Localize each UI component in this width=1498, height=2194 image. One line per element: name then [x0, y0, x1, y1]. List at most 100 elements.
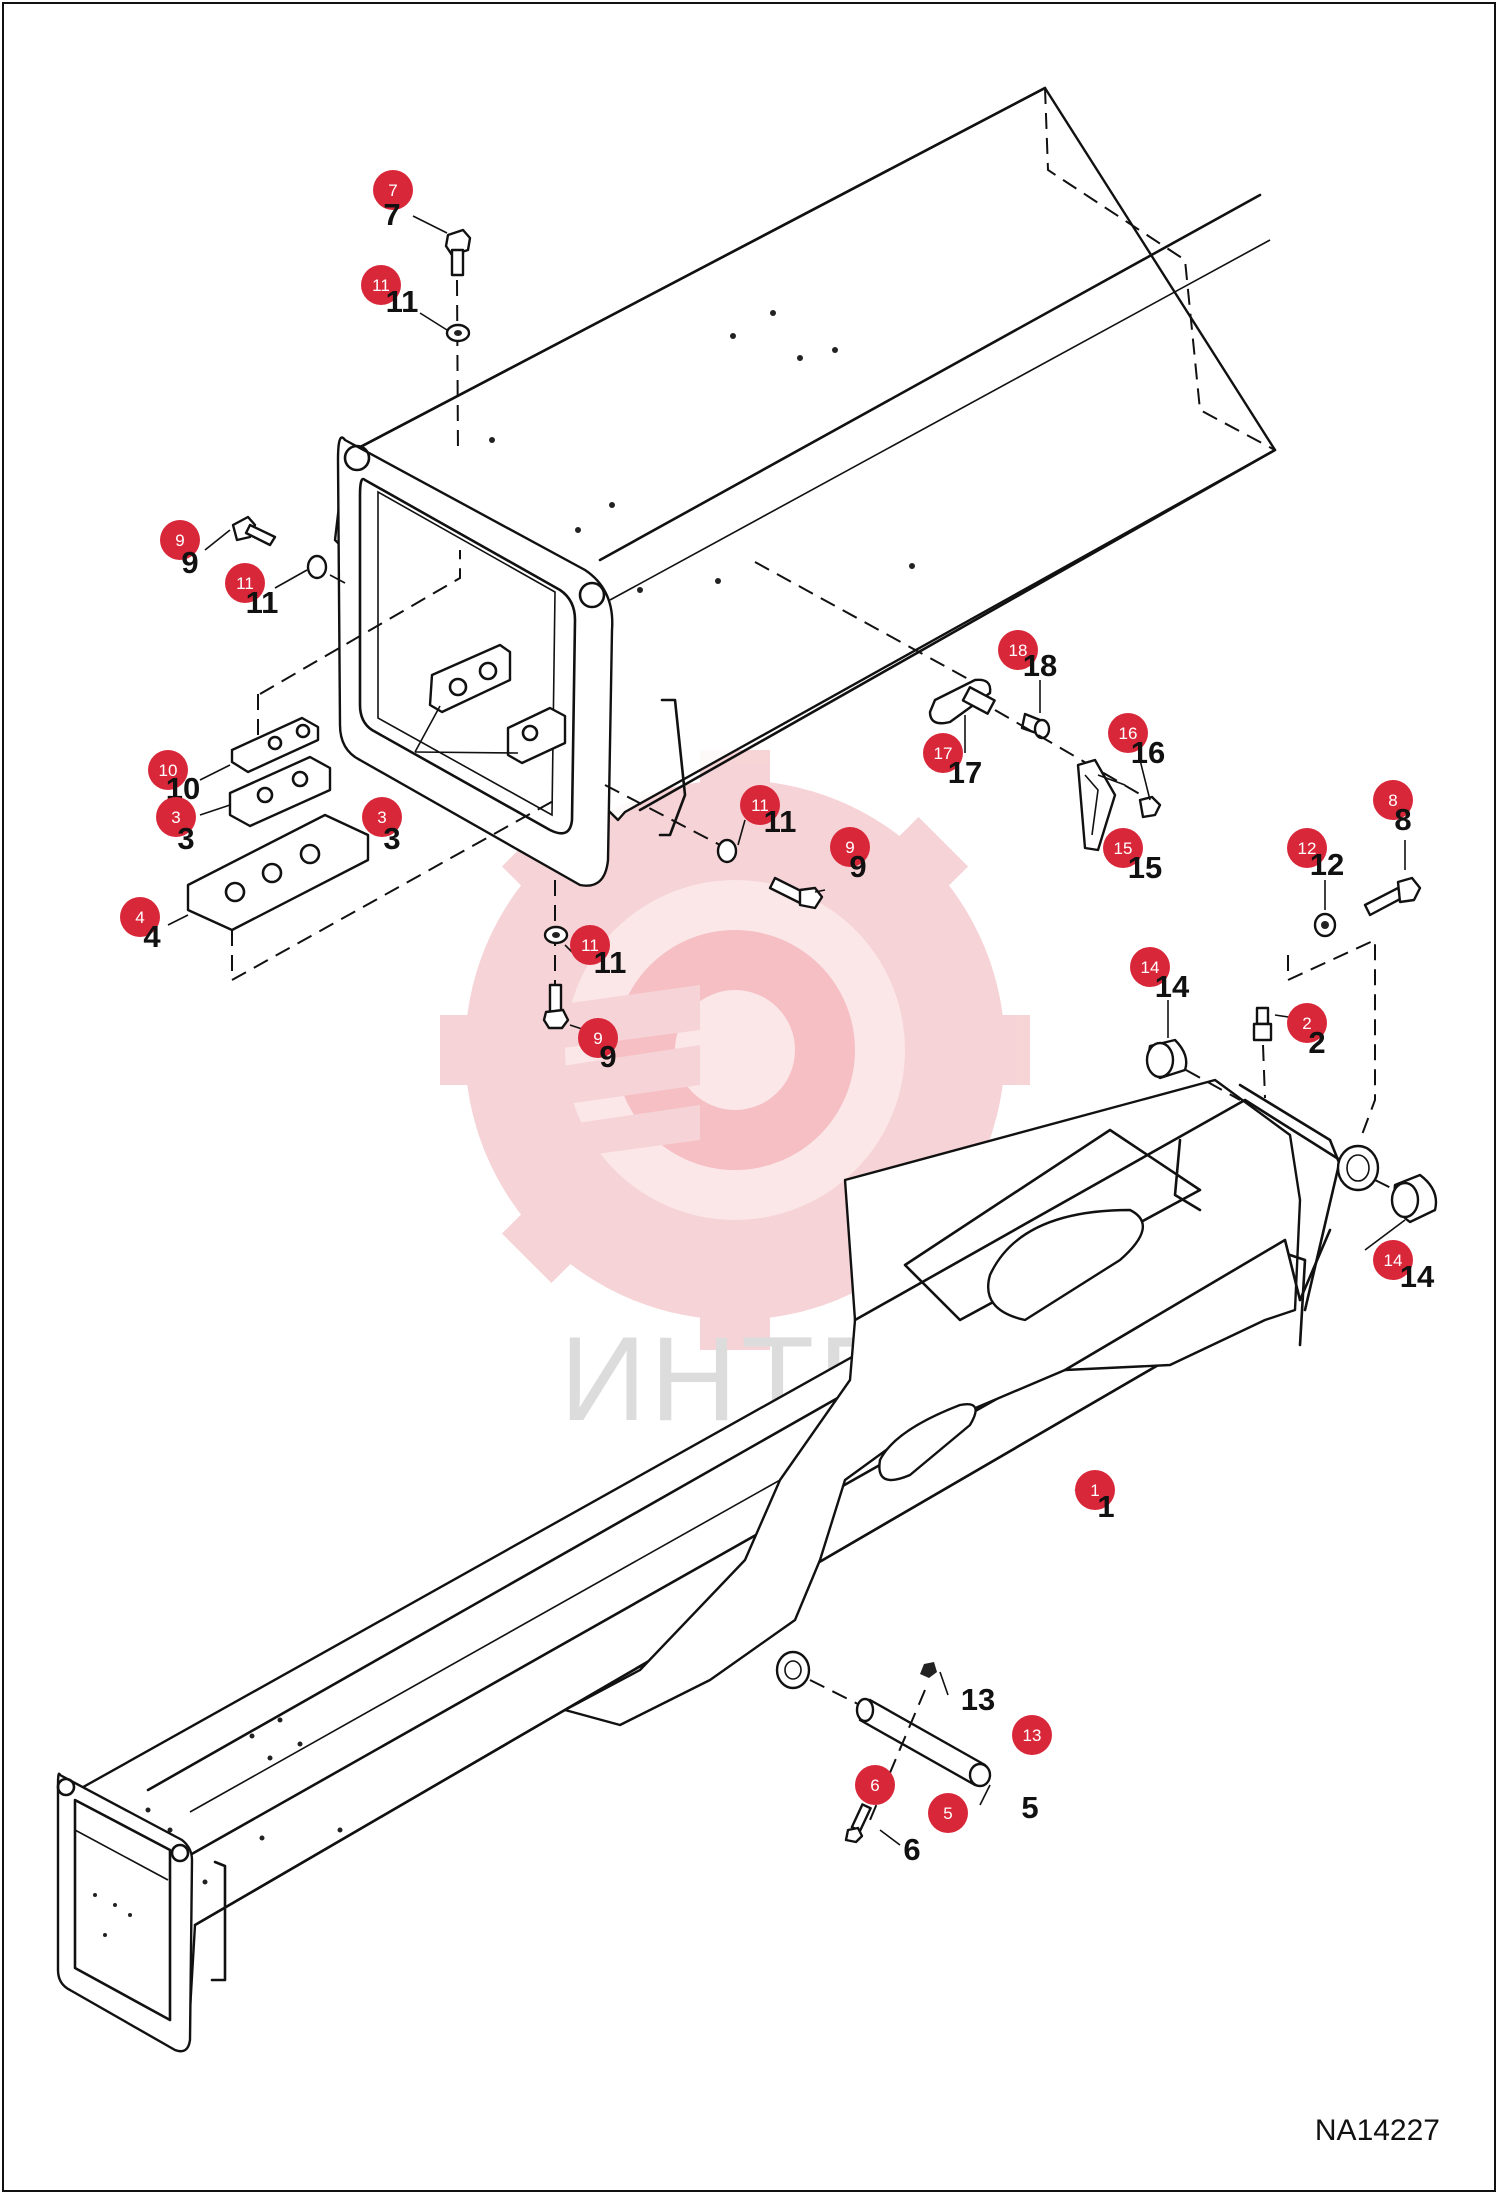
callout-12[interactable]: 12 12	[1287, 828, 1344, 882]
callout-4[interactable]: 4 4	[120, 897, 161, 954]
svg-text:16: 16	[1119, 724, 1138, 743]
callout-2[interactable]: 2 2	[1287, 1003, 1327, 1060]
callout-11[interactable]: 11 11	[361, 265, 418, 319]
svg-text:5: 5	[1021, 1790, 1038, 1825]
svg-text:5: 5	[943, 1804, 952, 1823]
bolt-9-bottom	[542, 983, 570, 1030]
watermark-logo: ИНТЕХ	[440, 750, 1030, 1446]
svg-text:2: 2	[1302, 1014, 1311, 1033]
svg-text:14: 14	[1141, 958, 1160, 977]
callouts: 7 7 11 11 9 9 11 11 10 10 3 3	[120, 170, 1435, 1867]
callout-6[interactable]: 6 6	[855, 1765, 921, 1867]
svg-text:9: 9	[175, 531, 184, 550]
callout-3[interactable]: 3 3	[362, 797, 402, 856]
svg-text:3: 3	[177, 821, 194, 856]
callout-9[interactable]: 9 9	[160, 520, 200, 580]
svg-text:15: 15	[1128, 850, 1162, 885]
callout-11[interactable]: 11 11	[225, 563, 278, 620]
svg-text:12: 12	[1298, 839, 1317, 858]
svg-text:14: 14	[1155, 969, 1190, 1004]
svg-text:12: 12	[1310, 847, 1344, 882]
bolt-6	[844, 1803, 872, 1844]
svg-text:10: 10	[159, 761, 178, 780]
svg-text:11: 11	[236, 574, 254, 593]
bracket-3-side	[506, 706, 567, 765]
svg-text:11: 11	[372, 276, 390, 295]
callout-8[interactable]: 8 8	[1373, 780, 1413, 837]
bolt-9-right	[768, 876, 824, 910]
svg-text:9: 9	[181, 545, 198, 580]
grease-fitting-2	[1252, 1006, 1273, 1042]
bearing-14-right	[1390, 1173, 1438, 1224]
inner-boom	[58, 1078, 1380, 2012]
bolt-8	[1363, 876, 1422, 917]
svg-text:7: 7	[388, 181, 397, 200]
callout-9[interactable]: 9 9	[830, 827, 870, 884]
washer-11-left	[306, 554, 328, 580]
svg-text:8: 8	[1394, 802, 1411, 837]
callout-7[interactable]: 7 7	[373, 170, 413, 232]
washer-11-right	[716, 838, 738, 864]
svg-text:4: 4	[143, 919, 161, 954]
callout-14[interactable]: 14 14	[1373, 1240, 1435, 1294]
svg-text:11: 11	[581, 936, 599, 955]
svg-text:3: 3	[377, 808, 386, 827]
leader-lines	[167, 215, 1406, 1846]
bolt-7	[444, 228, 472, 277]
callout-15[interactable]: 15 15	[1103, 828, 1162, 885]
svg-text:6: 6	[903, 1832, 920, 1867]
svg-text:9: 9	[599, 1039, 616, 1074]
svg-text:1: 1	[1090, 1481, 1099, 1500]
svg-text:9: 9	[849, 849, 866, 884]
svg-text:6: 6	[870, 1776, 879, 1795]
callout-14[interactable]: 14 14	[1130, 947, 1190, 1004]
retainer-plate-17	[928, 678, 996, 725]
wear-pad-3-lower	[228, 755, 332, 828]
callout-5[interactable]: 5 5	[928, 1790, 1039, 1833]
svg-text:3: 3	[171, 808, 180, 827]
callout-13[interactable]: 13 13	[961, 1682, 1052, 1755]
svg-text:9: 9	[593, 1029, 602, 1048]
svg-text:9: 9	[845, 838, 854, 857]
plate-4	[186, 813, 370, 932]
callout-16[interactable]: 16 16	[1108, 713, 1165, 770]
svg-text:11: 11	[386, 284, 419, 319]
svg-text:11: 11	[751, 796, 769, 815]
svg-text:1: 1	[1097, 1489, 1114, 1524]
svg-text:13: 13	[1023, 1726, 1042, 1745]
svg-text:2: 2	[1308, 1025, 1325, 1060]
callout-3[interactable]: 3 3	[156, 797, 196, 856]
callout-11[interactable]: 11 11	[570, 925, 626, 980]
callout-9[interactable]: 9 9	[578, 1018, 618, 1074]
pivot-pin-5	[855, 1697, 992, 1788]
svg-text:14: 14	[1400, 1259, 1435, 1294]
bolt-9-left	[231, 515, 277, 547]
svg-text:18: 18	[1023, 648, 1057, 683]
inner-boom-front-flange	[56, 1772, 227, 2053]
svg-text:7: 7	[383, 197, 400, 232]
svg-text:3: 3	[383, 821, 400, 856]
drawing-code: NA14227	[1315, 2114, 1440, 2147]
svg-text:11: 11	[594, 945, 627, 980]
svg-text:17: 17	[934, 744, 953, 763]
svg-text:4: 4	[135, 908, 144, 927]
svg-text:15: 15	[1114, 839, 1133, 858]
callout-1[interactable]: 1 1	[1075, 1470, 1115, 1524]
callout-18[interactable]: 18 18	[998, 630, 1057, 683]
nut-13	[920, 1662, 937, 1678]
callout-17[interactable]: 17 17	[923, 733, 982, 790]
bearing-14-left	[1145, 1038, 1188, 1080]
svg-text:11: 11	[246, 585, 279, 620]
svg-text:8: 8	[1388, 791, 1397, 810]
svg-text:17: 17	[948, 755, 982, 790]
clip-15	[1076, 758, 1117, 852]
callout-10[interactable]: 10 10	[148, 750, 200, 806]
shim-10	[230, 716, 320, 774]
callout-11[interactable]: 11 11	[740, 785, 796, 839]
svg-text:14: 14	[1384, 1251, 1403, 1270]
svg-text:18: 18	[1009, 641, 1028, 660]
wear-pad-3-upper	[428, 643, 512, 714]
svg-text:13: 13	[961, 1682, 995, 1717]
svg-text:16: 16	[1131, 735, 1165, 770]
